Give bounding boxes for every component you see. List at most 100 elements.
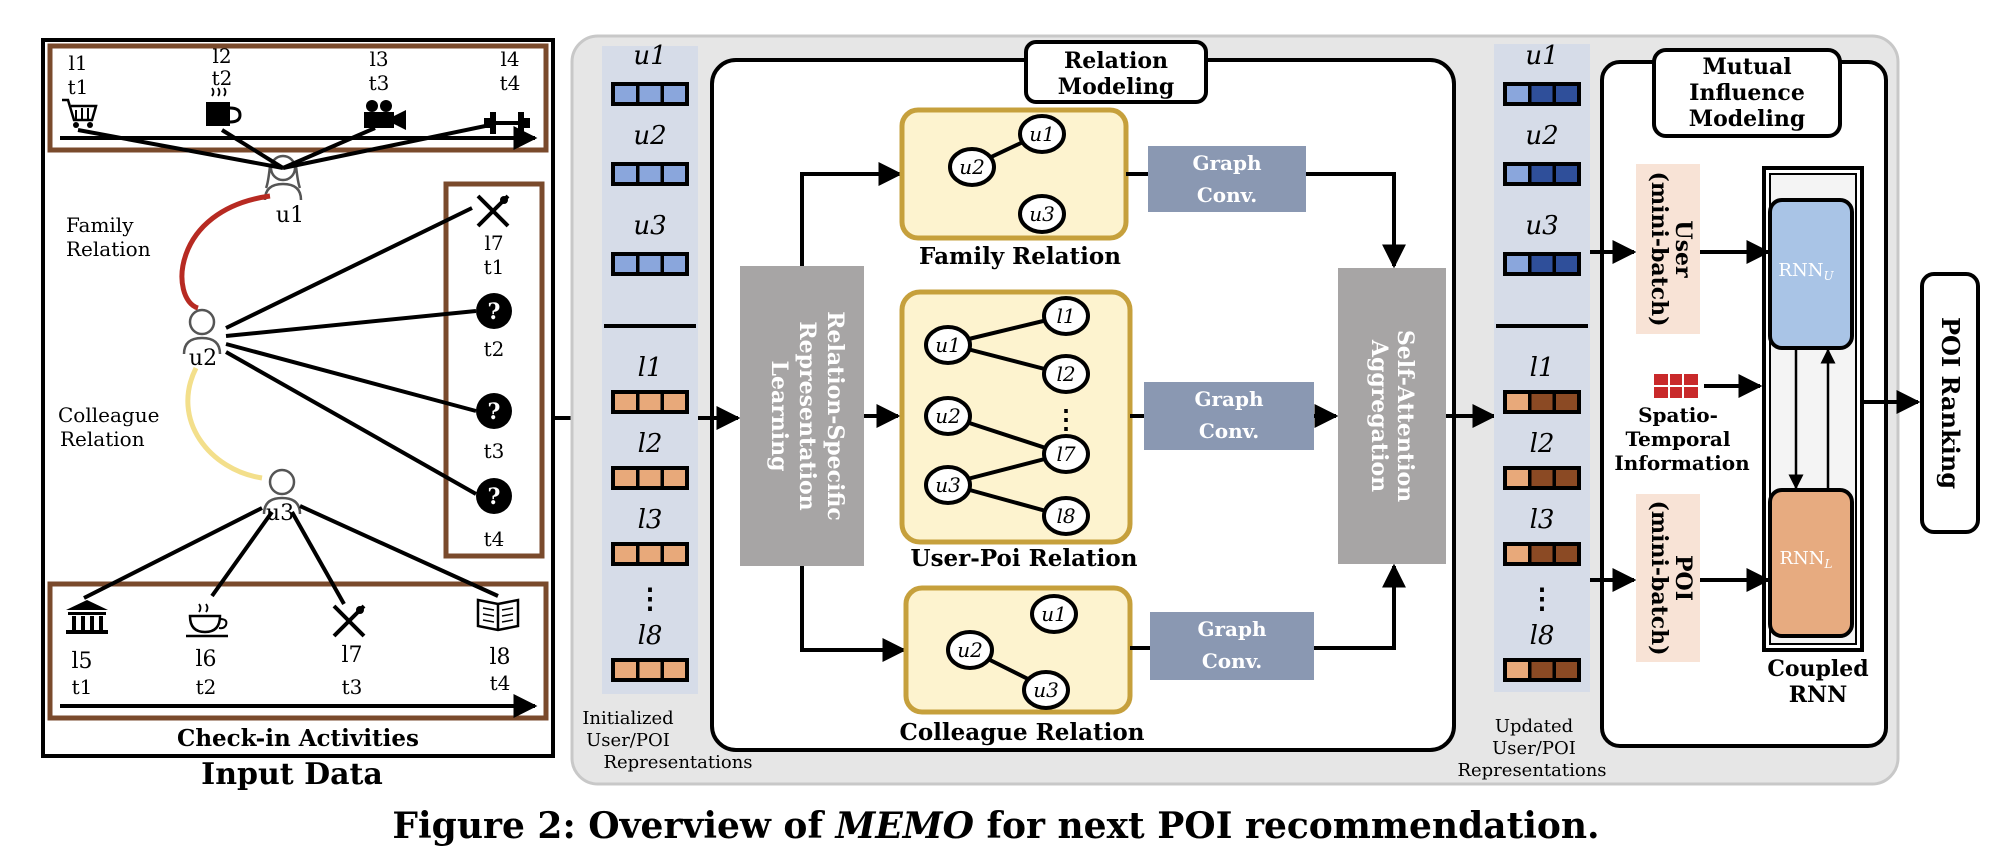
updated-label-3: Representations <box>1457 760 1606 781</box>
colleague-relation-label-2: Relation <box>60 427 145 451</box>
relation-specific-learning-block <box>740 266 864 566</box>
svg-text:?: ? <box>488 299 501 325</box>
svg-text:u3: u3 <box>935 473 961 497</box>
time-label-t2-top: t2 <box>212 66 233 90</box>
init-label-2: User/POI <box>586 730 670 751</box>
relation-modeling-title-2: Modeling <box>1058 74 1175 100</box>
self-attention-aggregation-block <box>1338 268 1446 564</box>
user-u2-avatar <box>182 308 222 355</box>
top-checkin-box <box>47 43 549 153</box>
user-label-u2: u2 <box>189 346 217 371</box>
rsrl-label-3: Learning <box>766 360 792 471</box>
poi-mini-batch: POI (mini-batch) <box>1636 494 1700 662</box>
time-label-t3-bottom: t3 <box>342 675 363 699</box>
family-relation-link <box>179 193 271 311</box>
right-checkin-box <box>443 181 545 559</box>
init-user-vector-u3 <box>611 252 689 276</box>
spatio-temporal-label-3: Information <box>1614 451 1750 475</box>
svg-text:u1: u1 <box>1029 122 1055 146</box>
svg-text:?: ? <box>488 484 501 510</box>
family-relation-label-2: Relation <box>66 237 151 261</box>
input-data-panel: l1 t1 l2 t2 l3 t3 l4 t4 <box>41 38 555 758</box>
relation-modeling-title-box <box>1024 40 1208 104</box>
mutual-title-3: Modeling <box>1689 106 1806 132</box>
rnn-l-block <box>1768 488 1854 638</box>
museum-icon <box>66 600 108 634</box>
svg-text:(mini-batch): (mini-batch) <box>1646 500 1672 655</box>
upd-poi-vector-l1 <box>1503 390 1581 414</box>
rnn-l-label: RNNL <box>1779 548 1832 571</box>
svg-text:u1: u1 <box>1041 602 1067 626</box>
upd-user-vector-u1 <box>1503 82 1581 106</box>
poi-label-l5-bottom: l5 <box>71 649 92 674</box>
book-icon <box>476 598 520 632</box>
question-icon: ? <box>476 293 512 329</box>
figure-caption: Figure 2: Overview of MEMO for next POI … <box>392 805 1599 847</box>
time-label-t4-right: t4 <box>484 527 505 551</box>
time-label-t1-top: t1 <box>68 75 89 99</box>
bottom-checkin-box <box>47 581 549 721</box>
colleague-relation-label-1: Colleague <box>58 403 159 427</box>
svg-text:(mini-batch): (mini-batch) <box>1646 171 1672 326</box>
upd-user-label-u1: u1 <box>1525 41 1558 71</box>
svg-text:Conv.: Conv. <box>1197 183 1257 207</box>
poi-label-l6-bottom: l6 <box>195 647 216 672</box>
svg-text:Graph: Graph <box>1192 151 1262 175</box>
poi-label-l1-top: l1 <box>68 51 87 75</box>
svg-text:⋮: ⋮ <box>1053 405 1079 435</box>
upd-user-label-u3: u3 <box>1525 211 1558 241</box>
init-user-label-u3: u3 <box>633 211 666 241</box>
time-label-t2-right: t2 <box>484 337 505 361</box>
poi-label-l8-bottom: l8 <box>489 645 510 670</box>
user-poi-relation-graph: u1 u2 u3 l1 l2 l7 l8 ⋮ <box>899 289 1133 545</box>
svg-text:Conv.: Conv. <box>1199 419 1259 443</box>
user-label-u1: u1 <box>276 203 304 228</box>
user-u1-avatar <box>263 154 303 201</box>
shopping-cart-icon <box>62 98 98 128</box>
question-icon: ? <box>476 393 512 429</box>
input-data-title: Input Data <box>201 757 383 792</box>
poi-ranking-box <box>1920 272 1980 534</box>
upd-poi-label-l8: l8 <box>1530 621 1555 651</box>
graph-conv-family: Graph Conv. <box>1148 146 1306 212</box>
upd-poi-label-l1: l1 <box>1530 353 1555 383</box>
upd-user-vector-u2 <box>1503 162 1581 186</box>
poi-label-l3-top: l3 <box>369 47 388 71</box>
family-relation-graph: u2 u1 u3 <box>899 107 1129 241</box>
upd-user-vector-u3 <box>1503 252 1581 276</box>
fork-knife-icon <box>332 604 366 638</box>
spatio-temporal-grid-icon <box>1654 374 1698 398</box>
mutual-title-1: Mutual <box>1702 54 1791 80</box>
user-poi-relation-title: User-Poi Relation <box>911 545 1138 572</box>
svg-text:u2: u2 <box>959 155 985 179</box>
updated-label-1: Updated <box>1495 716 1573 737</box>
coupled-rnn-label-1: Coupled <box>1767 656 1868 682</box>
graph-conv-user-poi: Graph Conv. <box>1144 382 1314 450</box>
init-label-1: Initialized <box>582 708 673 729</box>
poi-label-l2-top: l2 <box>212 44 231 68</box>
poi-label-l7-bottom: l7 <box>341 643 362 668</box>
init-poi-vector-l2 <box>611 466 689 490</box>
rnn-u-label: RNNU <box>1778 260 1834 283</box>
svg-text:u2: u2 <box>935 404 961 428</box>
poi-label-l7-right: l7 <box>484 231 503 255</box>
init-poi-label-l8: l8 <box>638 621 663 651</box>
upd-user-label-u2: u2 <box>1525 121 1558 151</box>
spatio-temporal-label-2: Temporal <box>1626 427 1731 451</box>
svg-text:l8: l8 <box>1056 504 1075 528</box>
init-user-label-u2: u2 <box>633 121 666 151</box>
coupled-rnn-label-2: RNN <box>1789 682 1848 708</box>
colleague-relation-link <box>185 366 263 481</box>
time-label-t2-bottom: t2 <box>196 675 217 699</box>
family-relation-label-1: Family <box>66 213 134 237</box>
time-label-t1-right: t1 <box>484 255 505 279</box>
checkin-activities-title: Check-in Activities <box>177 725 419 752</box>
saa-label-2: Aggregation <box>1366 339 1392 492</box>
svg-text:u2: u2 <box>957 638 983 662</box>
svg-text:u3: u3 <box>1029 202 1055 226</box>
svg-text:?: ? <box>488 399 501 425</box>
init-poi-vector-l8 <box>611 658 689 682</box>
